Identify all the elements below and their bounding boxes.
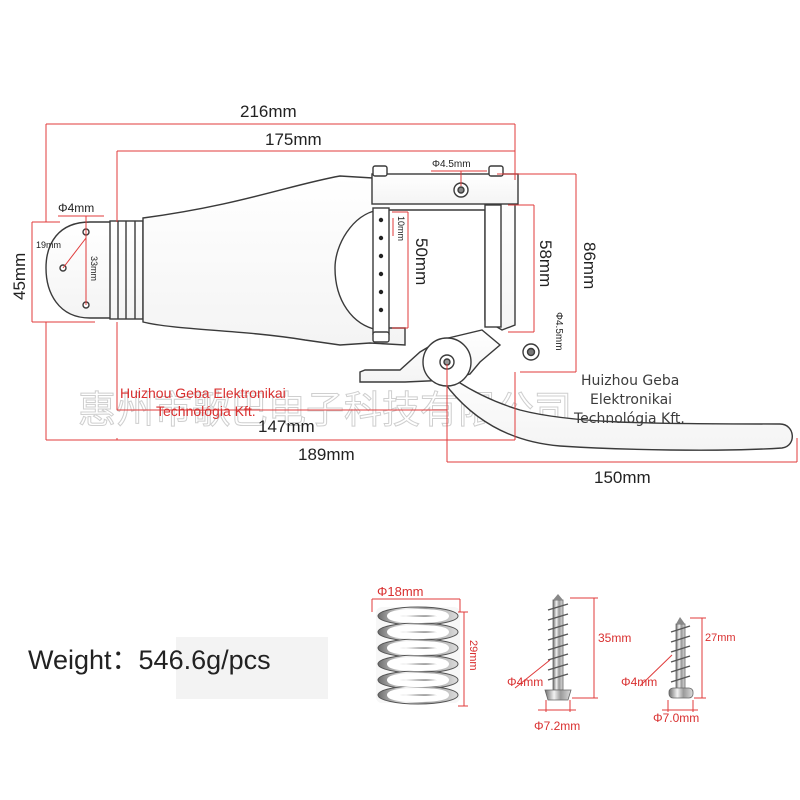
string-pins: [378, 217, 384, 313]
dim-175: 175mm: [265, 130, 322, 149]
dim-58: 58mm: [536, 240, 555, 287]
dim-189: 189mm: [298, 445, 355, 464]
tremolo-arm: [424, 355, 793, 451]
spring-diameter: Φ18mm: [377, 584, 424, 599]
dim-216: 216mm: [240, 102, 297, 121]
screw-long-shank: Φ4mm: [507, 675, 543, 689]
spring-image: [376, 606, 460, 705]
string-bar: [372, 207, 390, 335]
bridge-arch: [334, 209, 379, 331]
dim-150: 150mm: [594, 468, 651, 487]
bigsby-bridge-drawing: [45, 165, 793, 451]
weight-label: Weight：546.6g/pcs: [28, 645, 271, 675]
screw-long-image: [544, 594, 572, 701]
watermark-left-line2: Technológia Kft.: [156, 403, 256, 419]
watermark-left-line1: Huizhou Geba Elektronikai: [120, 385, 286, 401]
screw-short-image: [668, 617, 694, 699]
dim-33: 33mm: [89, 256, 99, 281]
dim-hole-right: Φ4.5mm: [553, 312, 564, 351]
watermark-right-line1: Huizhou Geba: [581, 373, 679, 389]
dim-147: 147mm: [258, 417, 315, 436]
dim-86: 86mm: [580, 242, 599, 289]
top-rail: [371, 173, 519, 205]
screw-short-shank: Φ4mm: [621, 675, 657, 689]
screw-short-length: 27mm: [705, 632, 736, 644]
dim-45: 45mm: [10, 253, 29, 300]
dim-hole-left: Φ4mm: [58, 201, 94, 215]
screw-short-dimension-lines: [639, 617, 706, 712]
spring-dimension-lines: [371, 598, 468, 707]
dim-50: 50mm: [412, 238, 431, 285]
right-post: [484, 204, 502, 328]
watermark-right-line2: Elektronikai: [590, 392, 672, 408]
screw-long-head: Φ7.2mm: [534, 719, 580, 733]
screw-long-length: 35mm: [598, 631, 631, 645]
dim-19: 19mm: [36, 240, 61, 250]
weight-highlight: [176, 637, 328, 699]
hinge-plate: [45, 221, 113, 319]
dim-hole-top: Φ4.5mm: [432, 159, 471, 170]
watermark-right-line3: Technológia Kft.: [573, 411, 685, 427]
dimension-lines: [31, 123, 798, 463]
dim-10: 10mm: [396, 216, 406, 241]
screw-long-dimension-lines: [514, 597, 598, 712]
spring-height: 29mm: [467, 640, 479, 671]
screw-short-head: Φ7.0mm: [653, 711, 699, 725]
